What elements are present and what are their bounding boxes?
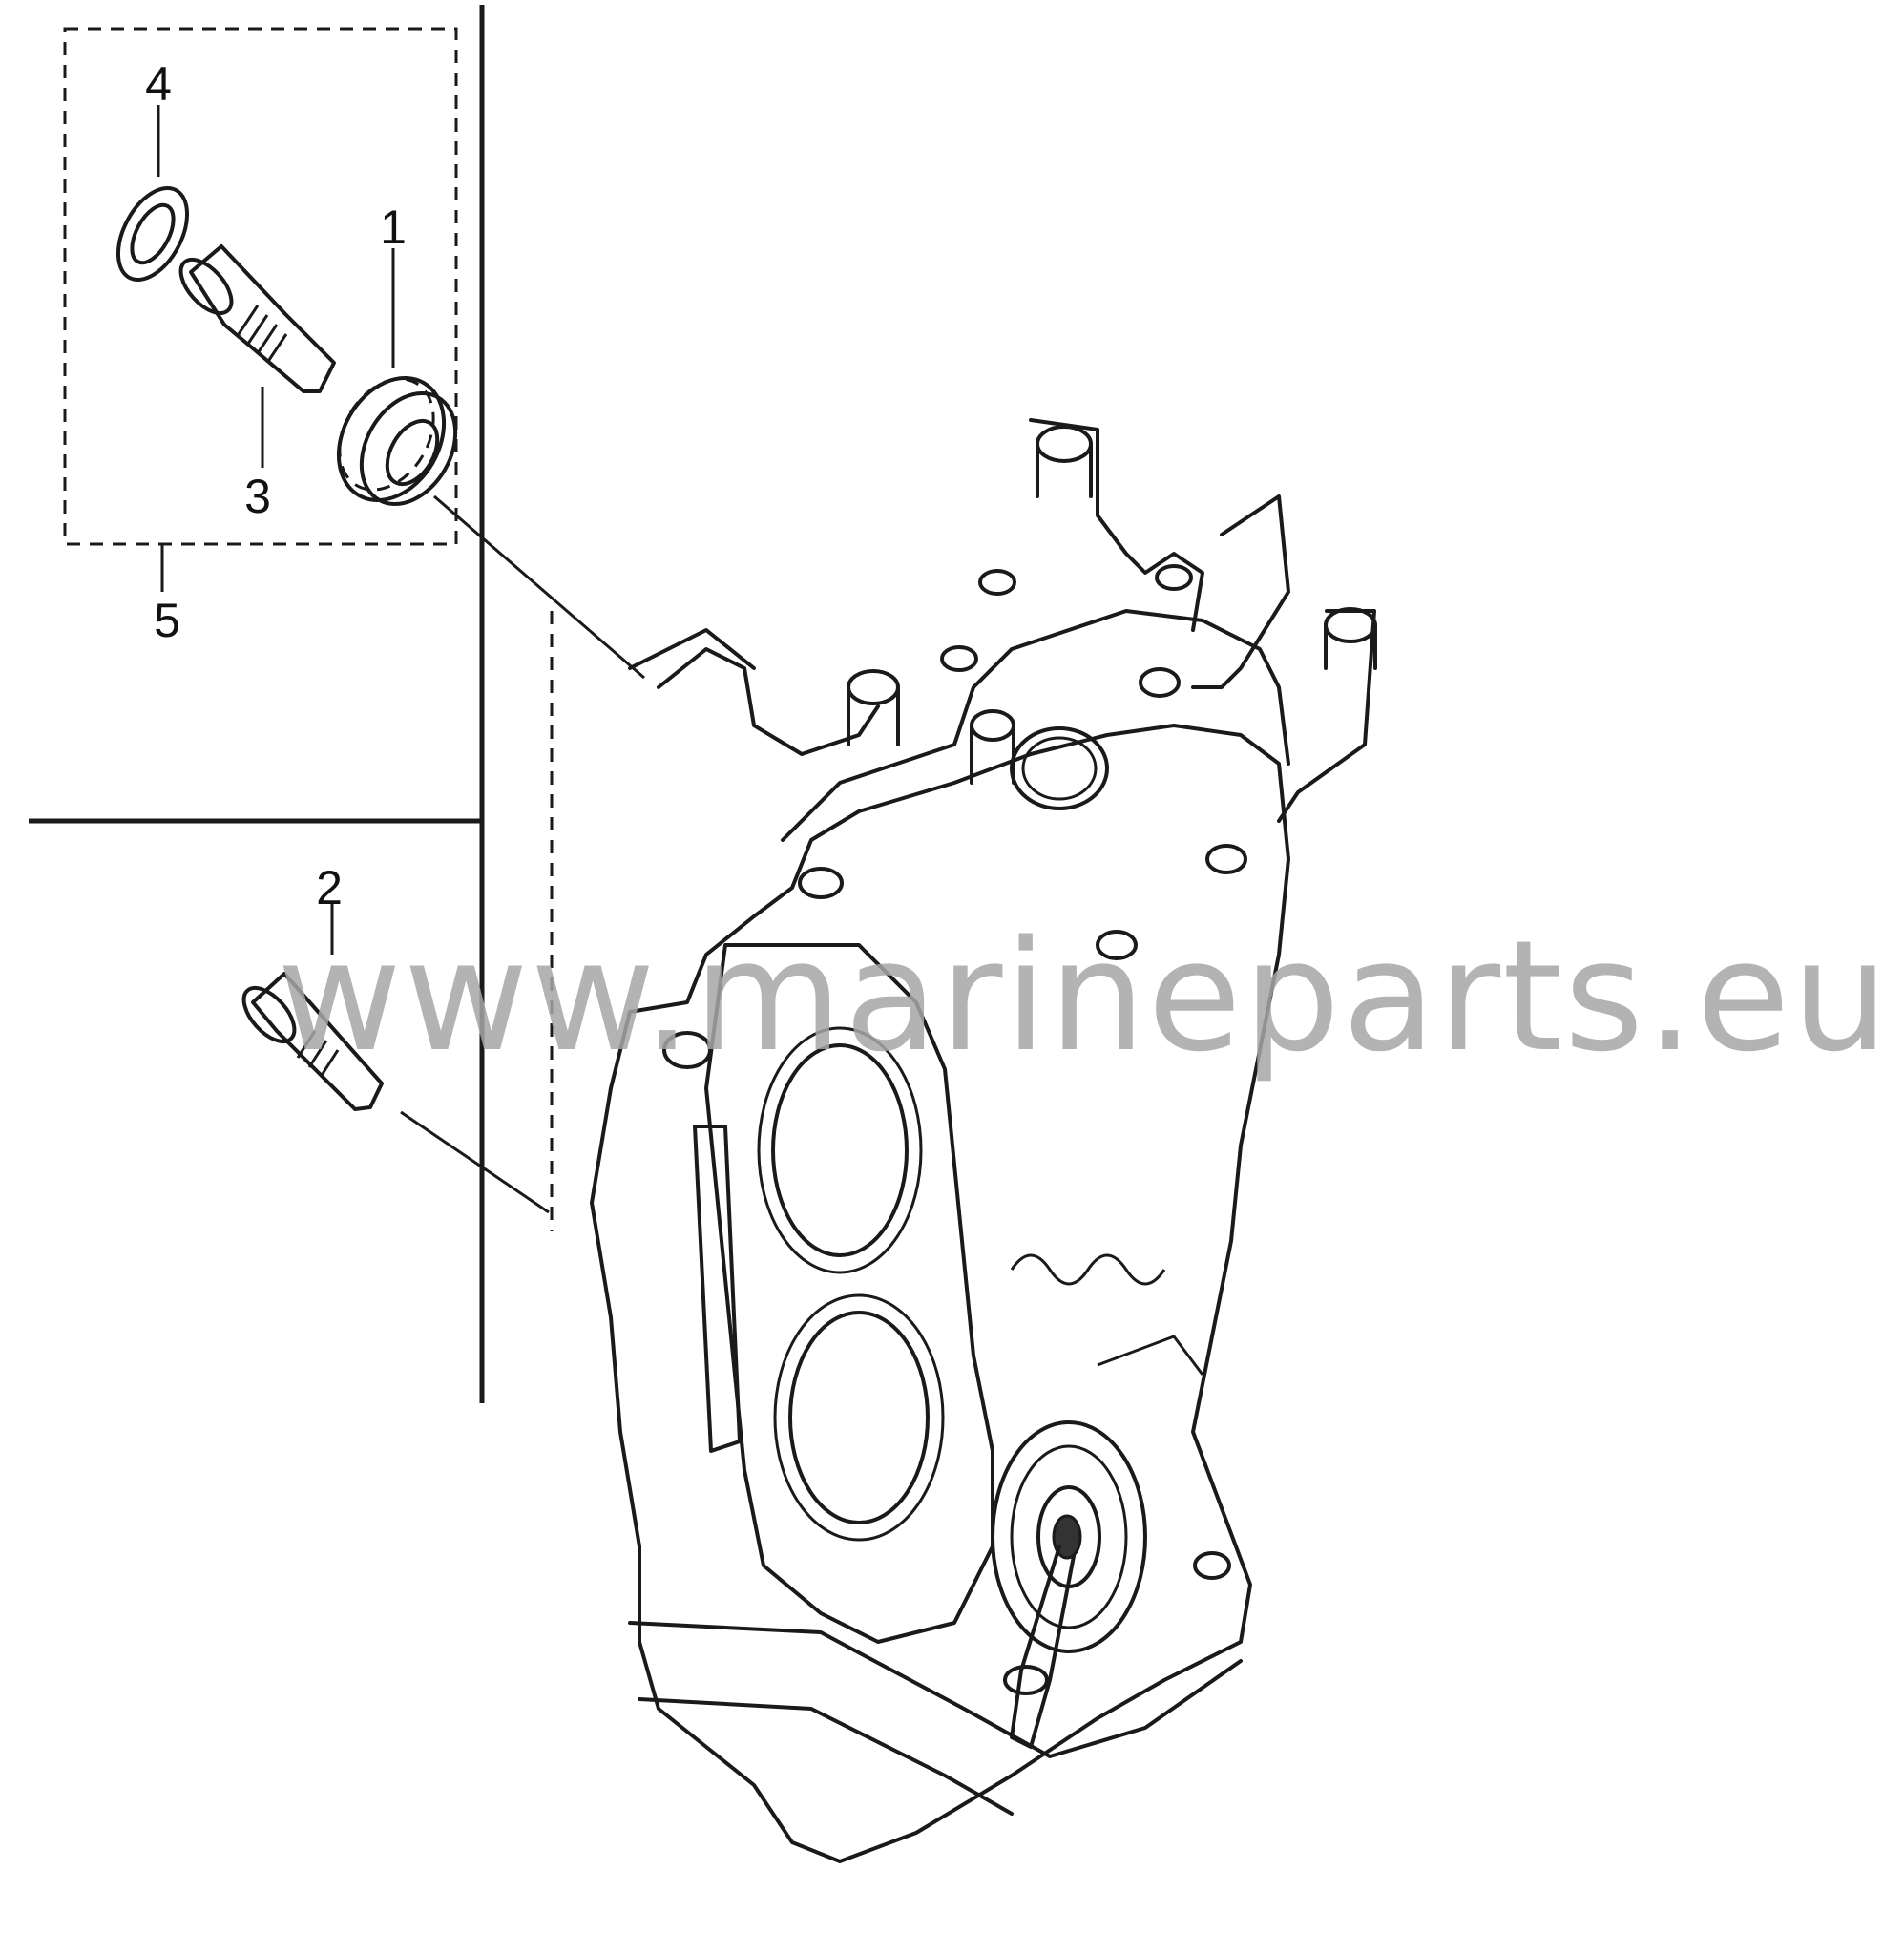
callout-part-4: 4 <box>145 57 172 111</box>
oil-seal-icon <box>115 185 190 283</box>
gear-icon <box>336 376 458 507</box>
leader-lines <box>157 105 645 1231</box>
callout-part-1: 1 <box>380 200 407 254</box>
engine-block-icon <box>590 418 1377 1863</box>
callout-part-5: 5 <box>154 594 180 647</box>
watermark-text: www.marineparts.eu <box>277 907 1891 1085</box>
callout-part-3: 3 <box>244 470 271 523</box>
callout-part-2: 2 <box>316 861 343 914</box>
kit-box <box>63 27 458 592</box>
shaft-icon <box>178 244 336 393</box>
separator-lines <box>29 5 485 1403</box>
shaft-short-icon <box>241 972 384 1111</box>
